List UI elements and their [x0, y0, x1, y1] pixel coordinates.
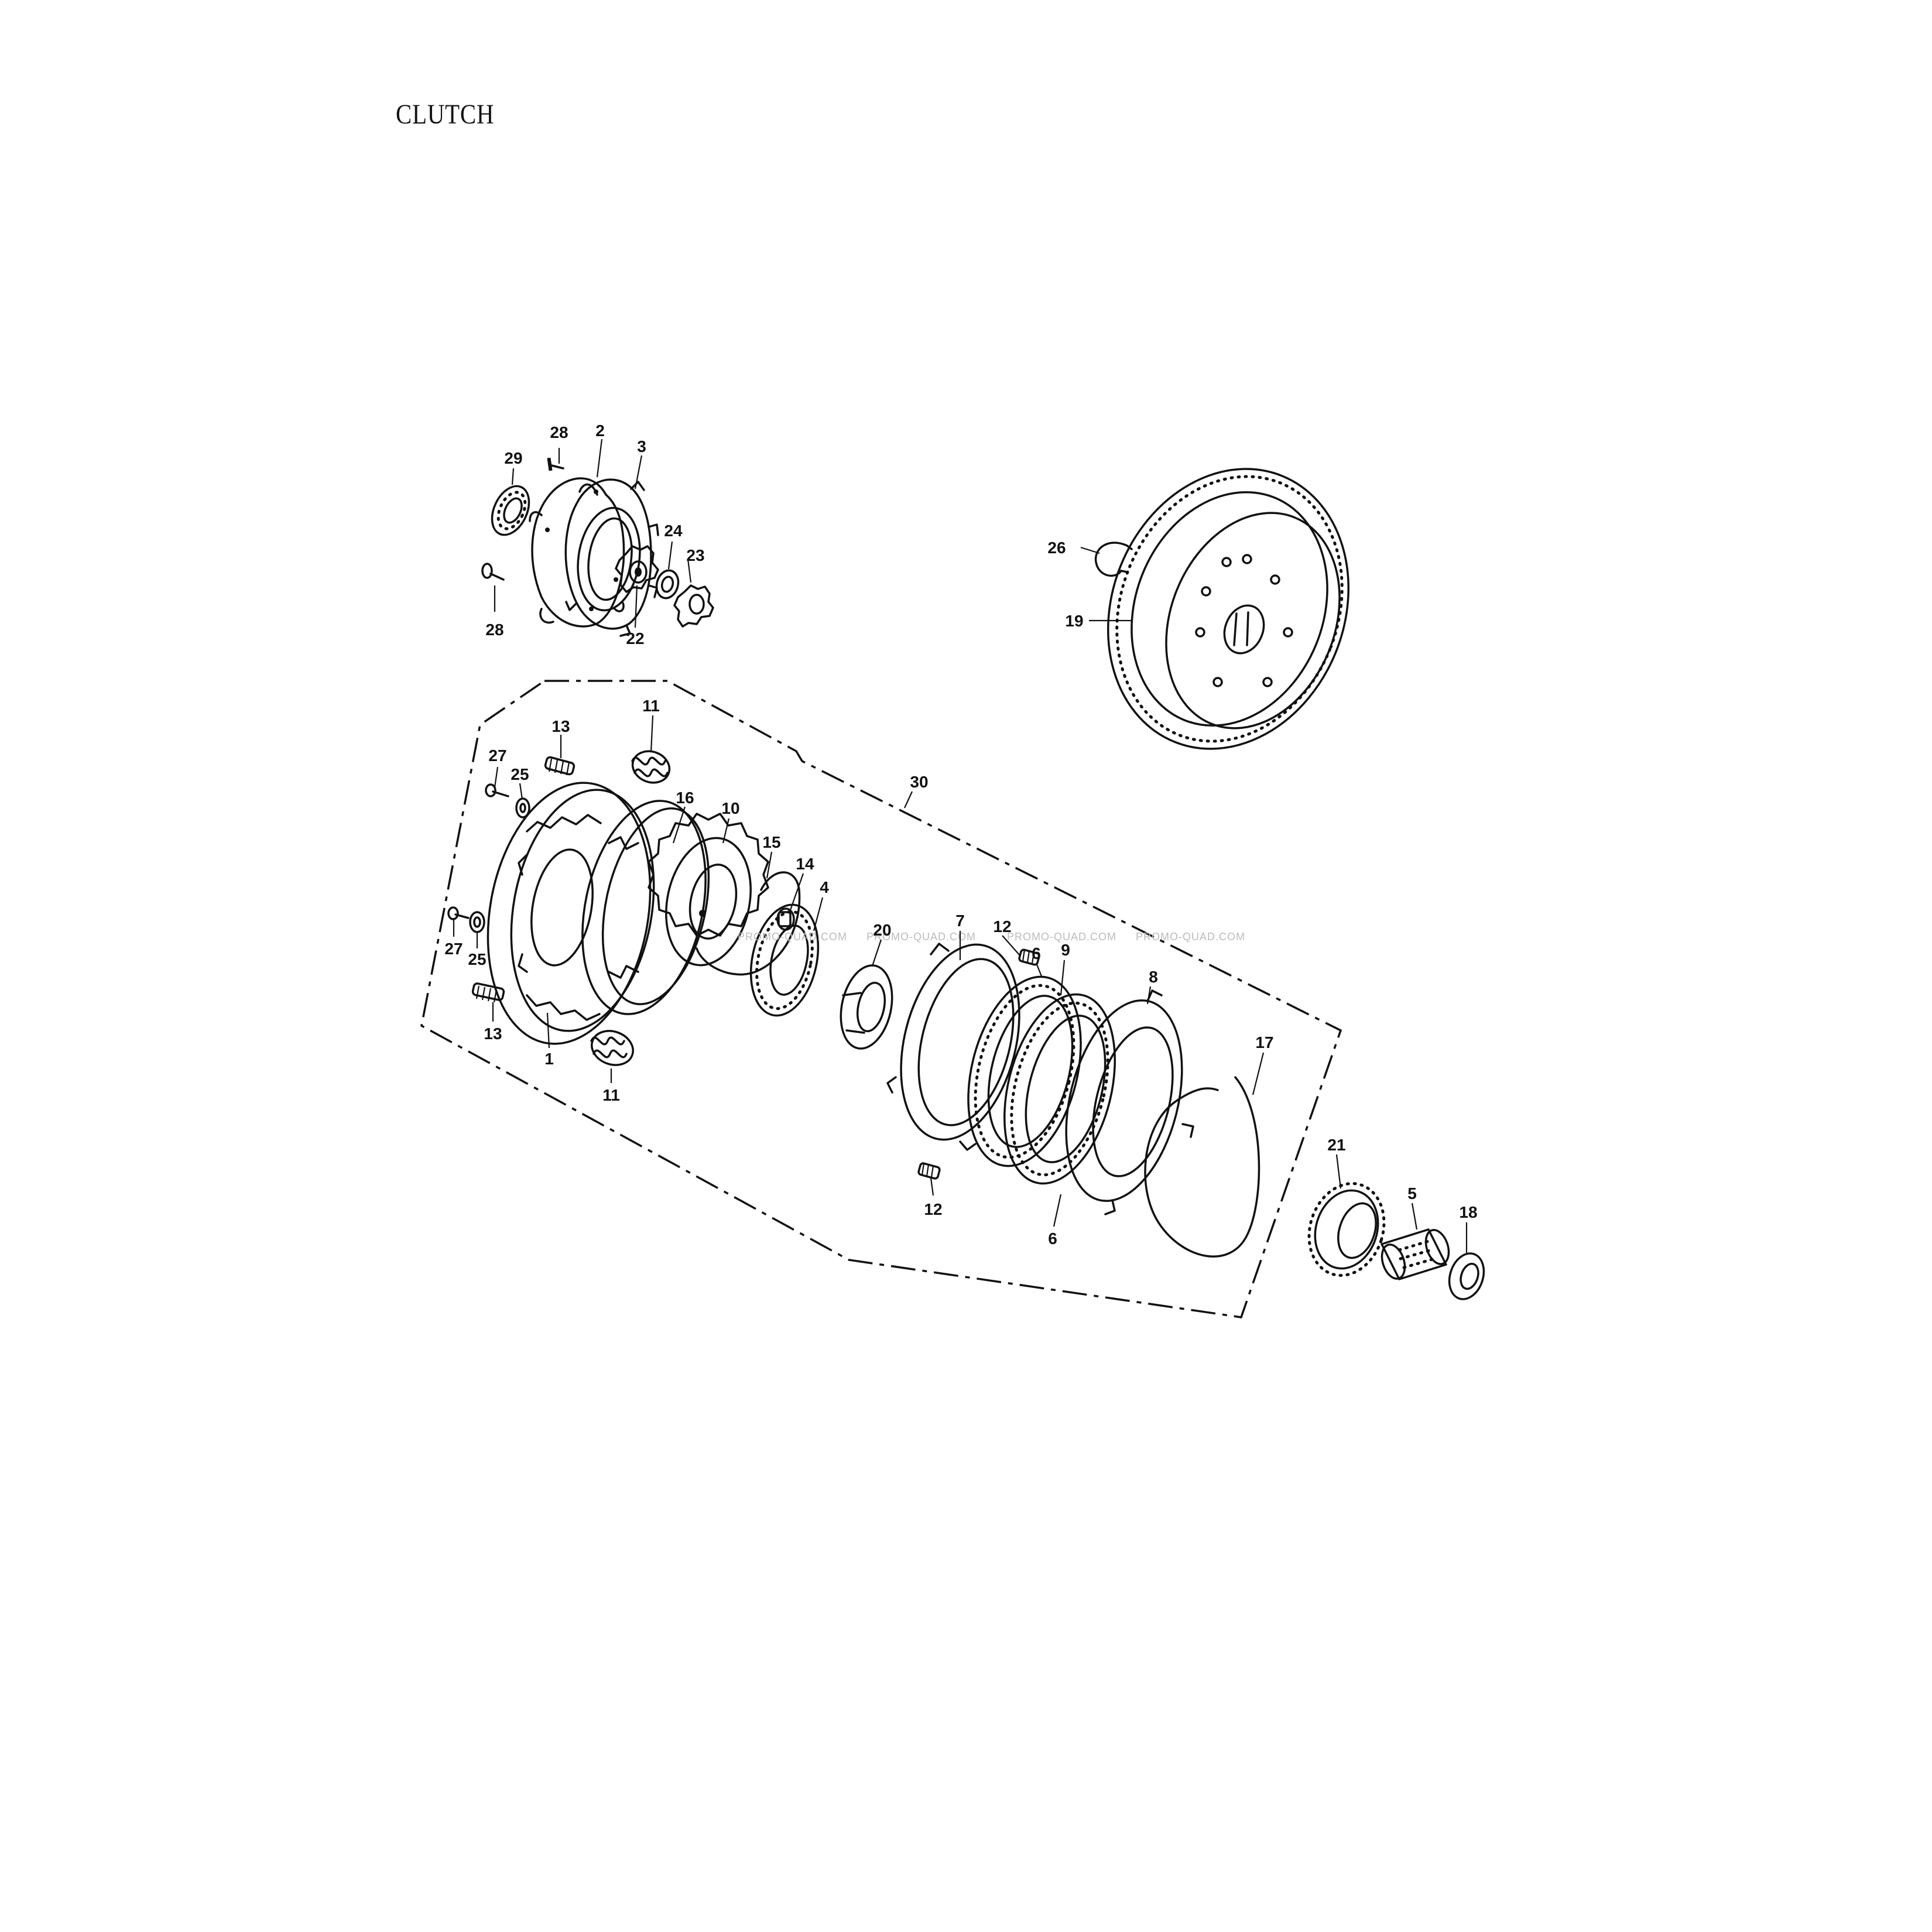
- spring-11-upper: [631, 750, 671, 784]
- callout-6: 6: [1048, 1229, 1057, 1248]
- callout-23: 23: [686, 546, 704, 564]
- hub-22: [615, 545, 659, 593]
- watermark-4: PROMO-QUAD.COM: [1136, 931, 1245, 943]
- callout-22: 22: [626, 629, 644, 648]
- callout-8: 8: [1149, 968, 1158, 986]
- drive-plate-7: [886, 943, 1020, 1151]
- screw-27-lower: [447, 906, 470, 920]
- washer-24: [655, 569, 680, 600]
- spring-13-lower: [471, 982, 505, 1003]
- callout-16: 16: [676, 789, 694, 807]
- bearing-29: [491, 485, 530, 536]
- callout-14: 14: [796, 855, 814, 873]
- callout-25: 25: [468, 950, 486, 968]
- callout-6: 6: [1032, 944, 1041, 962]
- callout-3: 3: [637, 437, 646, 455]
- callout-20: 20: [873, 921, 891, 939]
- callout-11: 11: [602, 1086, 620, 1104]
- washer-25-lower: [469, 911, 485, 933]
- gear-21: [1307, 1182, 1386, 1277]
- washer-25-upper: [515, 797, 530, 818]
- callout-19: 19: [1065, 612, 1083, 630]
- spring-12-lower: [917, 1162, 941, 1180]
- callout-27: 27: [444, 940, 463, 958]
- callout-24: 24: [664, 522, 683, 540]
- spring-ring-15: [696, 871, 801, 976]
- circlip-26: [1094, 542, 1133, 577]
- leader-lines: [453, 439, 1468, 1253]
- friction-plate-9: [1003, 993, 1116, 1185]
- diagram-title: CLUTCH: [396, 99, 495, 130]
- circlip-17: [1144, 1076, 1260, 1258]
- spring-13-upper: [544, 756, 576, 776]
- needle-bearing-5: [1381, 1228, 1450, 1280]
- spring-11-lower: [590, 1030, 634, 1066]
- callout-13: 13: [484, 1025, 502, 1043]
- steel-plate-8: [1065, 989, 1194, 1215]
- callout-17: 17: [1255, 1033, 1273, 1051]
- clutch-hub-10: [648, 813, 769, 967]
- callout-5: 5: [1407, 1184, 1417, 1203]
- callout-28: 28: [550, 423, 568, 441]
- callout-10: 10: [721, 799, 739, 817]
- nut-23: [673, 584, 714, 628]
- callout-28: 28: [485, 621, 503, 639]
- callout-7: 7: [955, 912, 965, 930]
- callout-11: 11: [642, 697, 660, 715]
- spring-12-upper: [1018, 948, 1040, 966]
- screw-27-upper: [485, 783, 509, 797]
- watermark-3: PROMO-QUAD.COM: [1007, 931, 1116, 943]
- washer-18: [1448, 1252, 1485, 1300]
- callout-26: 26: [1047, 539, 1066, 557]
- callout-29: 29: [504, 449, 522, 467]
- screw-28-lower: [481, 563, 505, 581]
- watermark-2: PROMO-QUAD.COM: [866, 931, 976, 943]
- friction-plate-6-upper: [967, 975, 1082, 1167]
- callout-4: 4: [820, 878, 829, 896]
- primary-driven-gear-19: [1107, 468, 1349, 750]
- callout-27: 27: [488, 746, 506, 765]
- callout-12: 12: [924, 1200, 942, 1218]
- callout-12: 12: [993, 917, 1011, 936]
- callout-25: 25: [511, 765, 529, 783]
- clutch-plate-4: [749, 903, 820, 1017]
- callout-2: 2: [595, 422, 605, 440]
- callout-9: 9: [1061, 941, 1070, 959]
- cover-plate-3: [564, 478, 659, 637]
- assembly-30-boundary: [420, 680, 1342, 1318]
- callout-1: 1: [544, 1050, 554, 1068]
- watermark-1: PROMO-QUAD.COM: [738, 931, 847, 943]
- callout-30: 30: [910, 773, 928, 791]
- spacer-20: [840, 964, 893, 1050]
- clutch-housing-1: [487, 782, 655, 1045]
- callout-21: 21: [1327, 1136, 1345, 1154]
- callout-15: 15: [762, 833, 780, 851]
- screw-28-upper: [547, 457, 564, 471]
- callout-18: 18: [1459, 1203, 1477, 1221]
- callout-13: 13: [551, 717, 570, 735]
- pressure-plate-16: [581, 800, 710, 1015]
